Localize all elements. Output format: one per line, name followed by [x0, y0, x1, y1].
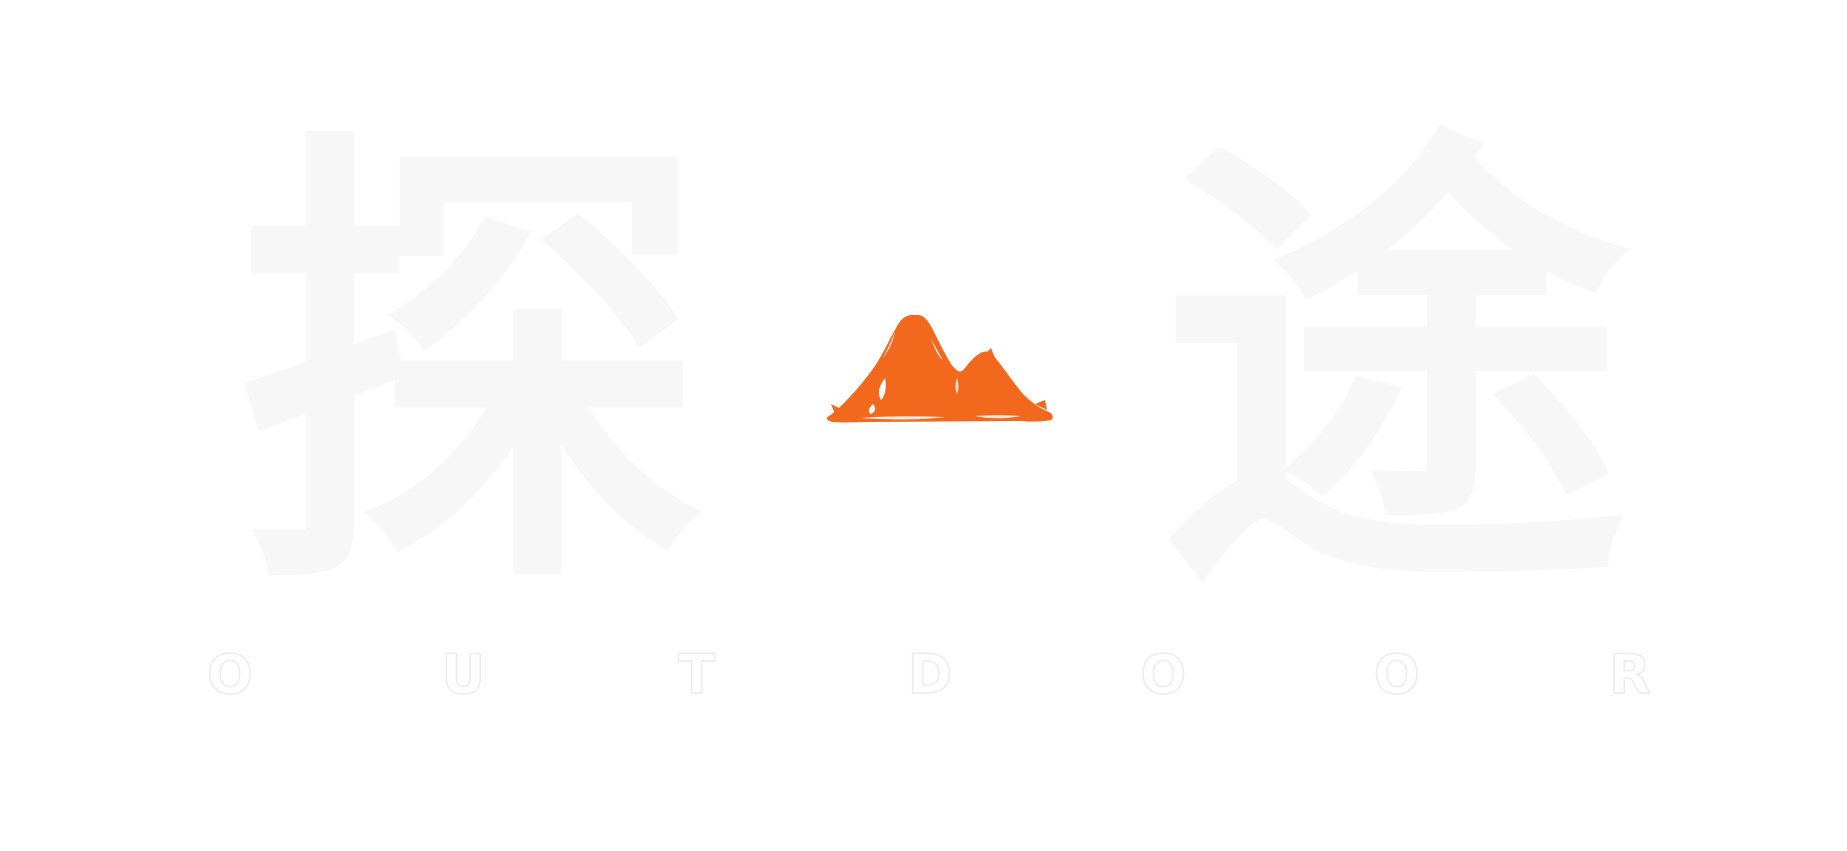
tagline-letter: O	[1140, 643, 1187, 706]
tagline-letter: O	[1373, 643, 1420, 706]
brand-tagline: O U T D O O R	[200, 643, 1660, 706]
tagline-letter: O	[206, 643, 253, 706]
brand-char-right: 途	[1160, 92, 1630, 644]
tagline-letter: D	[907, 643, 953, 706]
brand-char-left: 探	[235, 92, 705, 644]
tagline-letter: T	[677, 643, 716, 706]
tagline-letter: R	[1608, 643, 1651, 706]
mountain-icon	[826, 315, 1053, 423]
tagline-letter: U	[441, 643, 486, 706]
